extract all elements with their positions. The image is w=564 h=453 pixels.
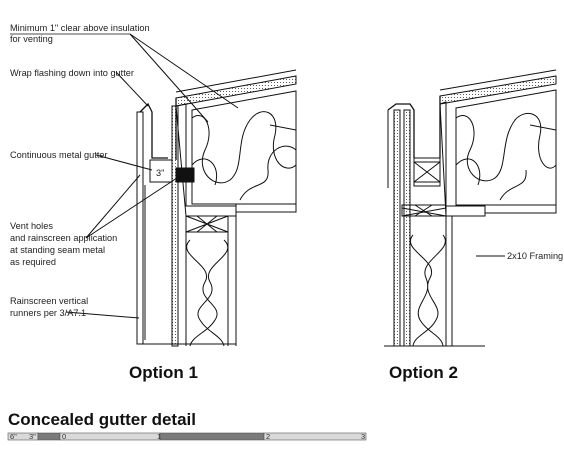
rainscreen-runner-1 bbox=[136, 111, 144, 345]
note-metal-gutter: Continuous metal gutter bbox=[10, 150, 108, 160]
wall-sheathing-2 bbox=[393, 109, 401, 347]
gutter-block-1 bbox=[175, 167, 195, 183]
annotation-notes: Minimum 1" clear above insulation for ve… bbox=[10, 23, 563, 318]
gutter-2 bbox=[413, 157, 441, 187]
note-insulation-clear-2: for venting bbox=[10, 34, 53, 44]
scale-label-2: 2 bbox=[266, 432, 270, 441]
diagram-title: Concealed gutter detail bbox=[8, 410, 196, 429]
note-framing: 2x10 Framing bbox=[507, 251, 563, 261]
note-runners-1: Rainscreen vertical bbox=[10, 296, 88, 306]
note-runners-2: runners per 3/A7.1 bbox=[10, 308, 86, 318]
wall-sheathing-1 bbox=[171, 105, 179, 347]
scale-label-0: 0 bbox=[62, 432, 66, 441]
gutter-1 bbox=[149, 159, 173, 183]
note-wrap-flashing: Wrap flashing down into gutter bbox=[10, 68, 134, 78]
note-vent-holes-1: Vent holes bbox=[10, 221, 53, 231]
ceiling-framing-2 bbox=[484, 204, 557, 214]
scale-label-1: 1 bbox=[157, 432, 161, 441]
note-vent-holes-2: and rainscreen application bbox=[10, 233, 117, 243]
note-vent-holes-4: as required bbox=[10, 257, 56, 267]
note-slope: 3" bbox=[156, 168, 164, 178]
scale-label-6in: 6" bbox=[10, 432, 17, 441]
option-2-section bbox=[384, 69, 557, 347]
scale-label-3in: 3" bbox=[29, 432, 36, 441]
flashing-2 bbox=[387, 103, 415, 158]
option-1-section bbox=[65, 33, 297, 347]
note-vent-holes-3: at standing seam metal bbox=[10, 245, 105, 255]
scale-bar: 6" 3" 0 1 2 3 bbox=[7, 432, 367, 441]
scale-label-3: 3 bbox=[361, 432, 365, 441]
option-1-label: Option 1 bbox=[129, 363, 198, 382]
wall-insulation-1 bbox=[186, 239, 229, 347]
flashing-1 bbox=[139, 102, 168, 159]
wall-insulation-2 bbox=[410, 234, 446, 347]
note-insulation-clear-1: Minimum 1" clear above insulation bbox=[10, 23, 150, 33]
ceiling-framing-1 bbox=[235, 203, 297, 213]
option-2-label: Option 2 bbox=[389, 363, 458, 382]
